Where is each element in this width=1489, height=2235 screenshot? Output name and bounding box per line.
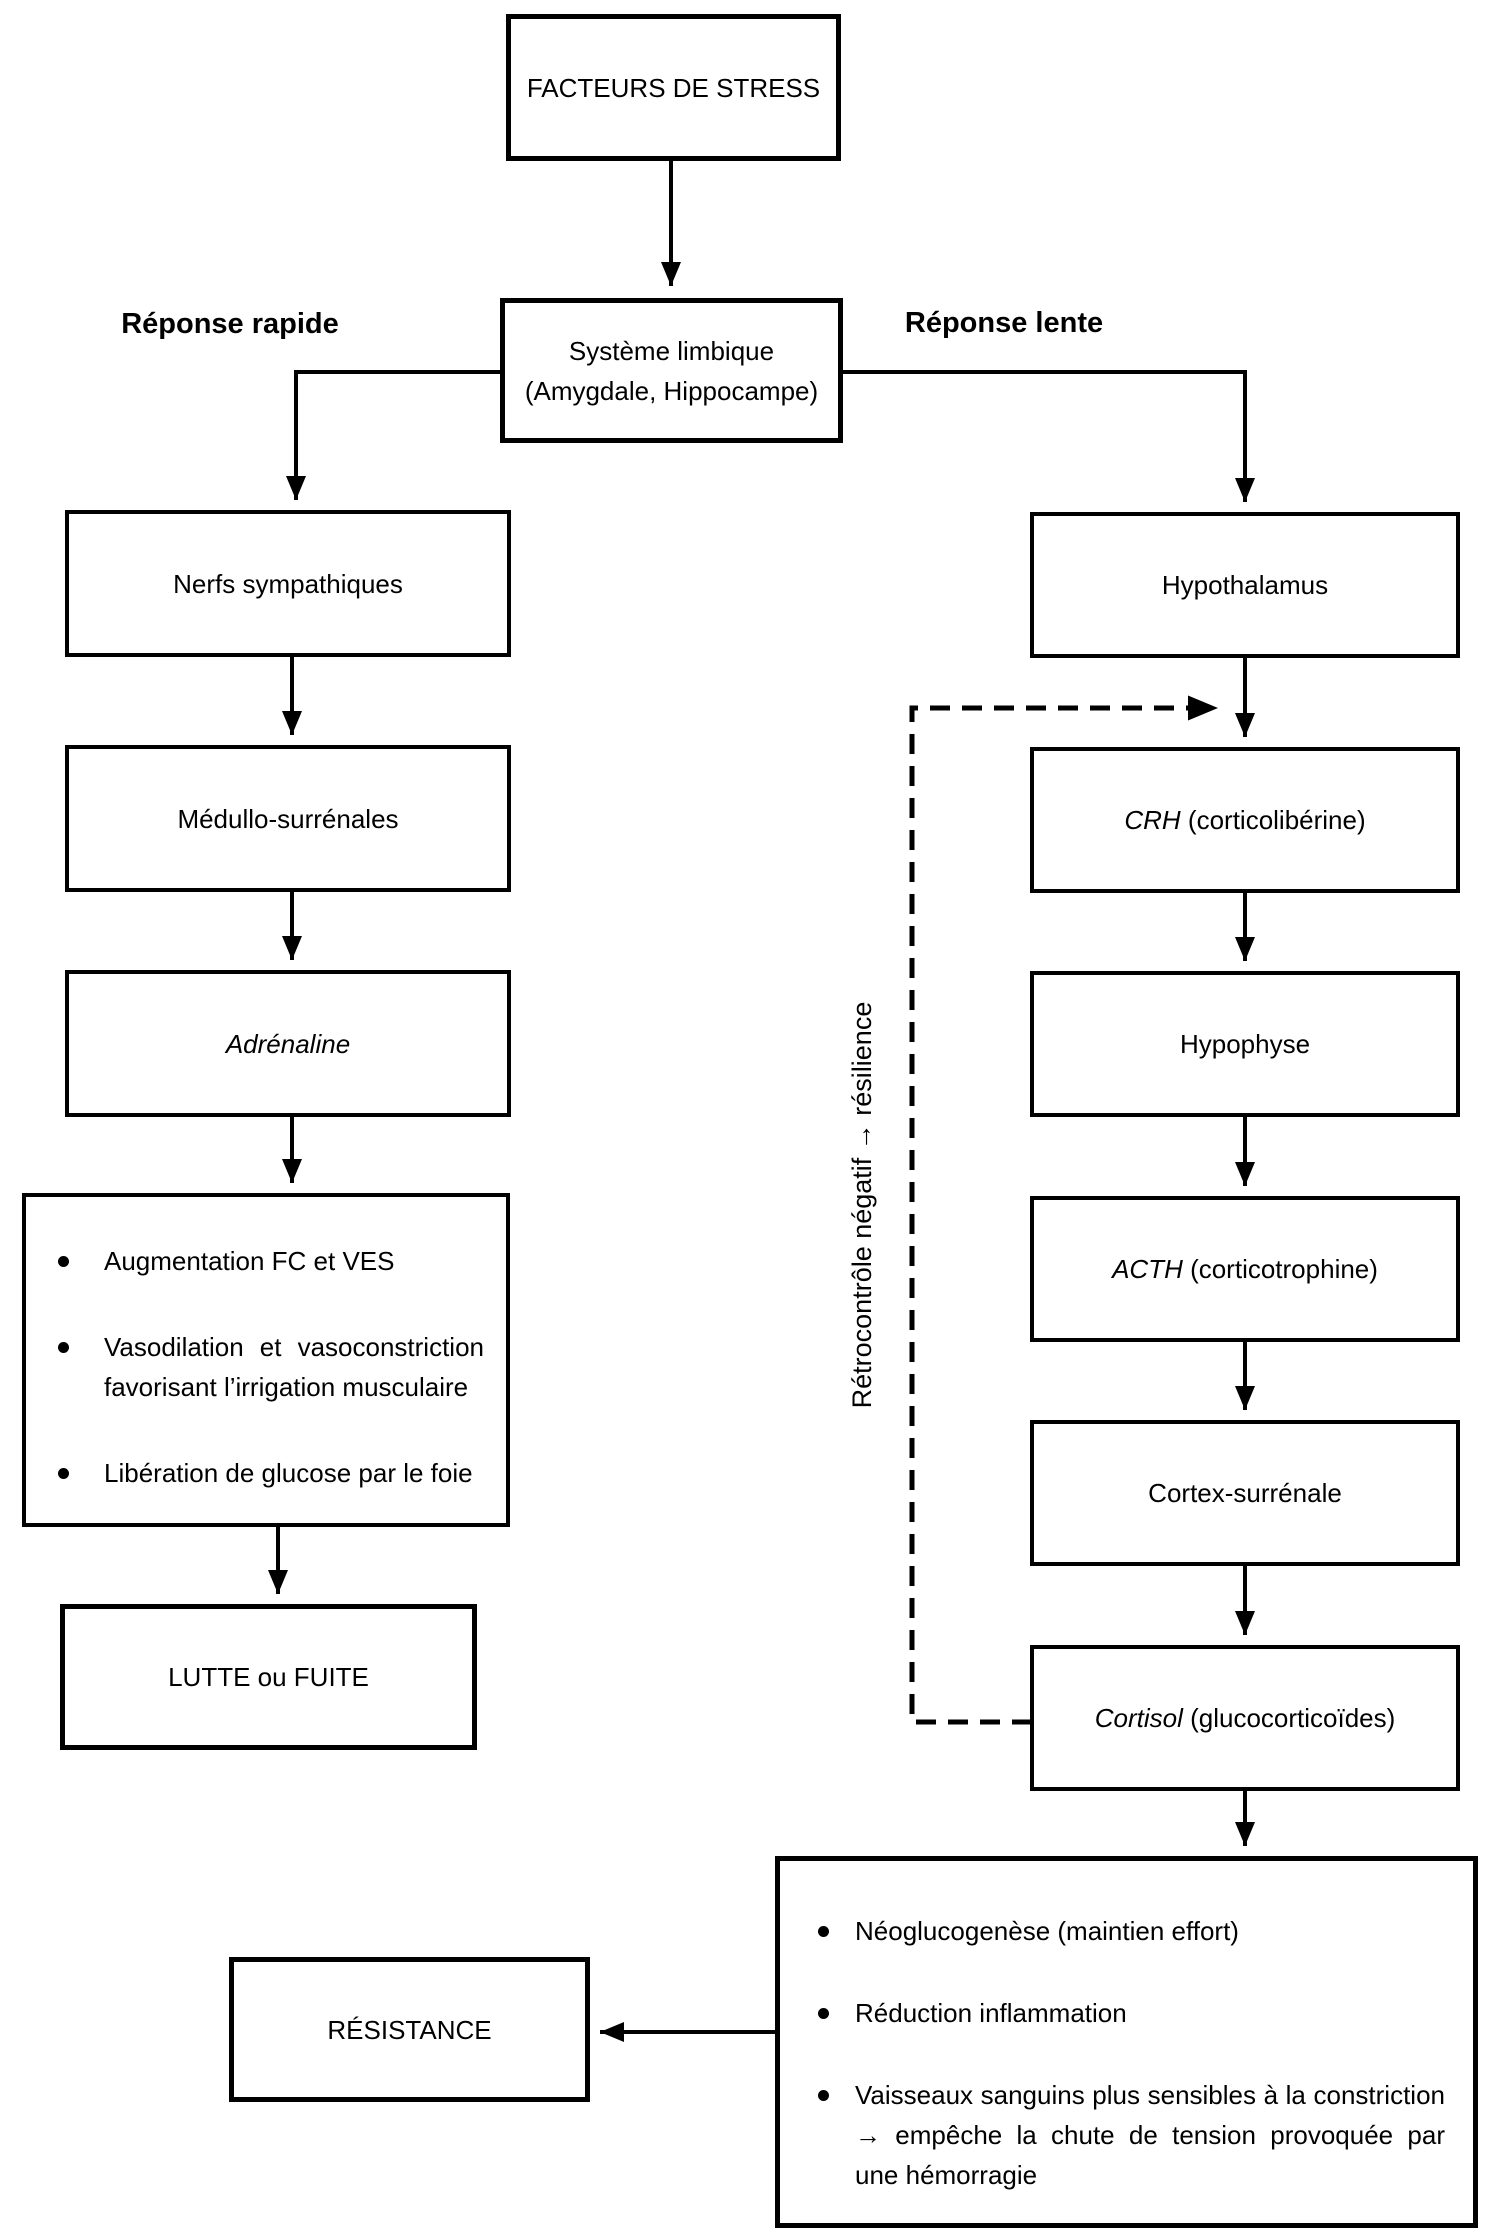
node-label: CRH (corticolibérine) [1124, 800, 1365, 840]
node-label-full: (corticotrophine) [1182, 1254, 1378, 1284]
list-item: Vaisseaux sanguins plus sensibles à la c… [780, 2075, 1445, 2195]
effects-list-adrenaline: Augmentation FC et VES Vasodilation et v… [22, 1193, 510, 1527]
node-crh: CRH (corticolibérine) [1030, 747, 1460, 893]
node-hypothalamus: Hypothalamus [1030, 512, 1460, 658]
node-adrenaline: Adrénaline [65, 970, 511, 1117]
node-label: RÉSISTANCE [327, 2014, 492, 2045]
node-label: Médullo-surrénales [177, 803, 399, 834]
list-item: Néoglucogenèse (maintien effort) [780, 1911, 1445, 1951]
node-resistance: RÉSISTANCE [229, 1957, 590, 2102]
node-label: Adrénaline [225, 1028, 351, 1059]
node-label-abbr: CRH [1124, 805, 1181, 835]
label-reponse-rapide: Réponse rapide [121, 308, 339, 340]
node-cortex-surrenale: Cortex-surrénale [1030, 1420, 1460, 1566]
node-label: LUTTE ou FUITE [168, 1662, 369, 1692]
node-systeme-limbique: Système limbique (Amygdale, Hippocampe) [500, 298, 843, 443]
node-cortisol: Cortisol (glucocorticoïdes) [1030, 1645, 1460, 1791]
node-label: Cortex-surrénale [1148, 1478, 1342, 1508]
node-label-full: (glucocorticoïdes) [1182, 1703, 1396, 1733]
node-acth: ACTH (corticotrophine) [1030, 1196, 1460, 1342]
node-label-full: (corticolibérine) [1180, 805, 1366, 835]
list-item: Augmentation FC et VES [26, 1241, 484, 1281]
node-label-line1: Système limbique [568, 335, 775, 366]
node-label: Hypothalamus [1161, 570, 1329, 600]
node-medullo-surrenales: Médullo-surrénales [65, 745, 511, 892]
label-reponse-lente: Réponse lente [904, 307, 1104, 339]
list-item: Réduction inflammation [780, 1993, 1445, 2033]
node-lutte-ou-fuite: LUTTE ou FUITE [60, 1604, 477, 1750]
node-label: FACTEURS DE STRESS [526, 72, 821, 103]
arrow-limbic-to-nerfs [286, 370, 500, 500]
label-feedback-negatif: Rétrocontrôle négatif → résilience [847, 1001, 877, 1409]
node-label: Hypophyse [1179, 1029, 1311, 1059]
list-item: Libération de glucose par le foie [26, 1453, 484, 1493]
node-label-abbr: ACTH [1112, 1254, 1183, 1284]
node-label: Nerfs sympathiques [173, 568, 403, 599]
arrow-limbic-to-hypothalamus [843, 370, 1255, 502]
node-label: ACTH (corticotrophine) [1112, 1249, 1378, 1289]
node-label-line2: (Amygdale, Hippocampe) [524, 375, 819, 406]
effects-list-cortisol: Néoglucogenèse (maintien effort) Réducti… [775, 1856, 1478, 2228]
node-hypophyse: Hypophyse [1030, 971, 1460, 1117]
node-nerfs-sympathiques: Nerfs sympathiques [65, 510, 511, 657]
node-facteurs-de-stress: FACTEURS DE STRESS [506, 14, 841, 161]
list-item: Vasodilation et vasoconstriction favoris… [26, 1327, 484, 1407]
node-label-abbr: Cortisol [1094, 1703, 1183, 1733]
node-label: Cortisol (glucocorticoïdes) [1095, 1698, 1396, 1738]
